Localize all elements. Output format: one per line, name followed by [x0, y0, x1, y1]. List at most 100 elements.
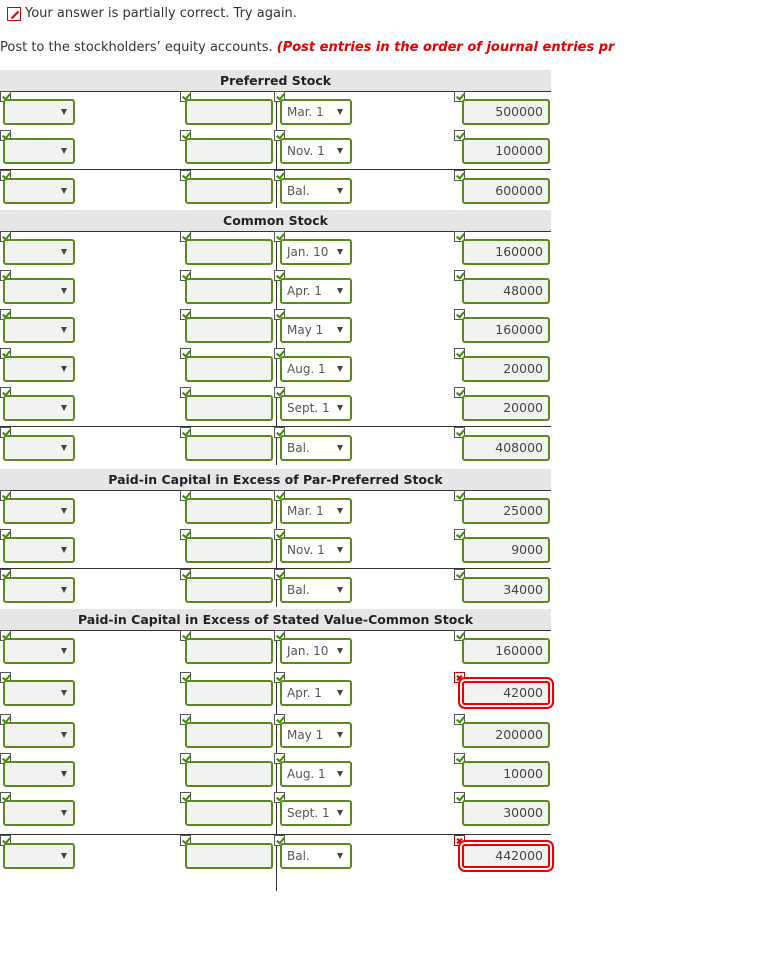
- debit-account-select[interactable]: [3, 138, 75, 164]
- credit-date-select[interactable]: Apr. 1: [280, 680, 352, 706]
- debit-amount-input[interactable]: [185, 99, 273, 125]
- debit-account-select[interactable]: [3, 278, 75, 304]
- credit-date-select[interactable]: Bal.: [280, 435, 352, 461]
- credit-date-select[interactable]: Nov. 1: [280, 138, 352, 164]
- credit-date-select[interactable]: Sept. 1: [280, 800, 352, 826]
- debit-amount-input[interactable]: [185, 800, 273, 826]
- credit-date-select[interactable]: Bal.: [280, 178, 352, 204]
- dropdown-arrow-icon: [61, 547, 67, 553]
- credit-date-select[interactable]: Jan. 10: [280, 239, 352, 265]
- credit-amount-input[interactable]: 408000: [462, 435, 550, 461]
- date-value: Jan. 10: [287, 644, 329, 658]
- correct-check-icon: [274, 672, 285, 683]
- debit-amount-input[interactable]: [185, 761, 273, 787]
- debit-account-select[interactable]: [3, 722, 75, 748]
- dropdown-arrow-icon: [337, 188, 343, 194]
- debit-account-select[interactable]: [3, 178, 75, 204]
- correct-check-icon: [274, 130, 285, 141]
- dropdown-arrow-icon: [337, 732, 343, 738]
- correct-check-icon: [274, 231, 285, 242]
- debit-account-select[interactable]: [3, 761, 75, 787]
- credit-date-select[interactable]: Aug. 1: [280, 761, 352, 787]
- dropdown-arrow-icon: [337, 853, 343, 859]
- debit-amount-input[interactable]: [185, 278, 273, 304]
- correct-check-icon: [454, 348, 465, 359]
- credit-date-select[interactable]: Nov. 1: [280, 537, 352, 563]
- debit-account-select[interactable]: [3, 843, 75, 869]
- debit-account-select[interactable]: [3, 638, 75, 664]
- debit-amount-input[interactable]: [185, 498, 273, 524]
- debit-account-select[interactable]: [3, 435, 75, 461]
- credit-date-select[interactable]: Bal.: [280, 577, 352, 603]
- credit-amount-input[interactable]: 48000: [462, 278, 550, 304]
- incorrect-x-icon: [454, 672, 465, 683]
- debit-amount-input[interactable]: [185, 843, 273, 869]
- correct-check-icon: [454, 130, 465, 141]
- credit-amount-input[interactable]: 200000: [462, 722, 550, 748]
- debit-account-select[interactable]: [3, 99, 75, 125]
- credit-amount-input[interactable]: 9000: [462, 537, 550, 563]
- correct-check-icon: [274, 792, 285, 803]
- debit-account-select[interactable]: [3, 680, 75, 706]
- credit-date-select[interactable]: Bal.: [280, 843, 352, 869]
- debit-amount-input[interactable]: [185, 722, 273, 748]
- debit-amount-input[interactable]: [185, 317, 273, 343]
- credit-date-select[interactable]: May 1: [280, 317, 352, 343]
- date-value: Sept. 1: [287, 401, 330, 415]
- credit-date-select[interactable]: Jan. 10: [280, 638, 352, 664]
- debit-account-select[interactable]: [3, 800, 75, 826]
- debit-account-select[interactable]: [3, 498, 75, 524]
- instructions-text: Post to the stockholders’ equity account…: [0, 40, 273, 55]
- debit-account-select[interactable]: [3, 356, 75, 382]
- debit-account-select[interactable]: [3, 537, 75, 563]
- account-title: Paid-in Capital in Excess of Stated Valu…: [0, 609, 551, 630]
- debit-account-select[interactable]: [3, 239, 75, 265]
- credit-amount-input[interactable]: 30000: [462, 800, 550, 826]
- debit-account-select[interactable]: [3, 395, 75, 421]
- debit-amount-input[interactable]: [185, 435, 273, 461]
- credit-amount-input[interactable]: 20000: [462, 356, 550, 382]
- correct-check-icon: [274, 490, 285, 501]
- debit-amount-input[interactable]: [185, 356, 273, 382]
- date-value: Nov. 1: [287, 144, 325, 158]
- credit-amount-input[interactable]: 500000: [462, 99, 550, 125]
- debit-amount-input[interactable]: [185, 638, 273, 664]
- debit-amount-input[interactable]: [185, 178, 273, 204]
- credit-amount-input[interactable]: 442000: [462, 844, 550, 868]
- debit-amount-input[interactable]: [185, 395, 273, 421]
- credit-amount-input[interactable]: 160000: [462, 638, 550, 664]
- dropdown-arrow-icon: [61, 148, 67, 154]
- credit-amount-input[interactable]: 100000: [462, 138, 550, 164]
- credit-amount-input[interactable]: 20000: [462, 395, 550, 421]
- credit-amount-input[interactable]: 10000: [462, 761, 550, 787]
- answer-status: Your answer is partially correct. Try ag…: [7, 6, 297, 21]
- dropdown-arrow-icon: [61, 810, 67, 816]
- correct-check-icon: [454, 309, 465, 320]
- correct-check-icon: [454, 170, 465, 181]
- date-value: May 1: [287, 728, 324, 742]
- credit-date-select[interactable]: Sept. 1: [280, 395, 352, 421]
- debit-amount-input[interactable]: [185, 537, 273, 563]
- credit-amount-input[interactable]: 34000: [462, 577, 550, 603]
- debit-amount-input[interactable]: [185, 577, 273, 603]
- debit-amount-input[interactable]: [185, 239, 273, 265]
- credit-date-select[interactable]: May 1: [280, 722, 352, 748]
- credit-date-select[interactable]: Aug. 1: [280, 356, 352, 382]
- dropdown-arrow-icon: [61, 771, 67, 777]
- credit-amount-input[interactable]: 600000: [462, 178, 550, 204]
- correct-check-icon: [274, 387, 285, 398]
- credit-amount-input[interactable]: 160000: [462, 317, 550, 343]
- date-value: Bal.: [287, 184, 310, 198]
- debit-amount-input[interactable]: [185, 680, 273, 706]
- debit-account-select[interactable]: [3, 317, 75, 343]
- t-account-divider: [276, 92, 277, 208]
- debit-amount-input[interactable]: [185, 138, 273, 164]
- credit-date-select[interactable]: Mar. 1: [280, 99, 352, 125]
- correct-check-icon: [274, 427, 285, 438]
- credit-amount-input[interactable]: 25000: [462, 498, 550, 524]
- credit-amount-input[interactable]: 160000: [462, 239, 550, 265]
- credit-amount-input[interactable]: 42000: [462, 681, 550, 705]
- credit-date-select[interactable]: Apr. 1: [280, 278, 352, 304]
- debit-account-select[interactable]: [3, 577, 75, 603]
- credit-date-select[interactable]: Mar. 1: [280, 498, 352, 524]
